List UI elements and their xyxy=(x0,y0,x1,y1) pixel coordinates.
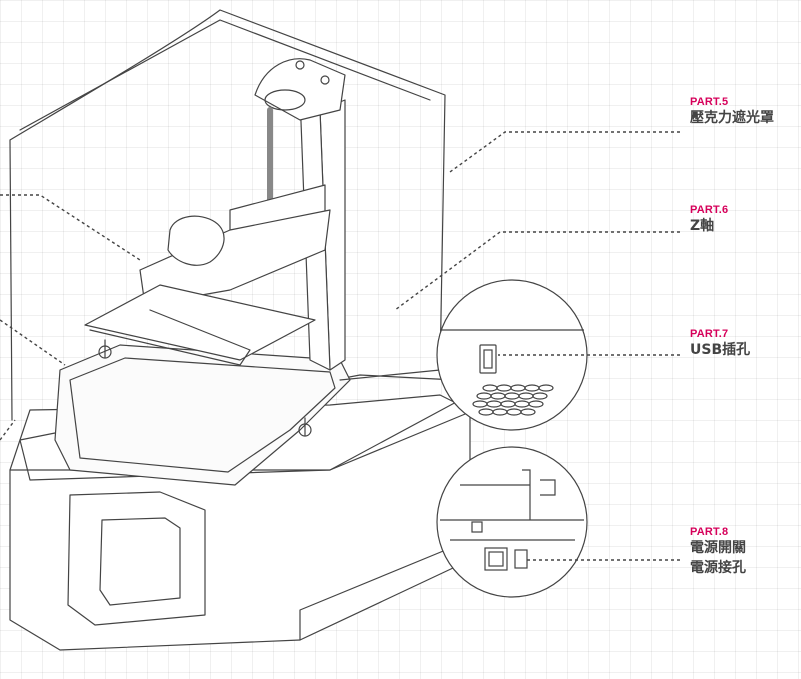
part-7-label: PART.7 USB插孔 xyxy=(690,328,750,360)
part-name: 壓克力遮光罩 xyxy=(690,110,774,126)
part-name: USB插孔 xyxy=(690,342,751,358)
part-name: Z軸 xyxy=(690,218,715,234)
part-tag: PART.8 xyxy=(690,526,729,538)
leader-left-1 xyxy=(0,194,141,261)
part-tag: PART.5 xyxy=(690,96,729,108)
build-plate xyxy=(84,284,316,361)
part-tag: PART.7 xyxy=(690,328,729,340)
power-inset-circle xyxy=(436,446,588,598)
leader-left-3 xyxy=(0,419,16,441)
touchscreen xyxy=(99,517,181,606)
z-axis-top-bracket xyxy=(254,58,346,121)
power-switch xyxy=(484,547,508,571)
leader-left-2 xyxy=(0,319,66,366)
part-tag: PART.6 xyxy=(690,204,729,216)
leader-part5 xyxy=(449,131,680,173)
part-5-label: PART.5 壓克力遮光罩 xyxy=(690,96,774,128)
power-socket xyxy=(514,549,528,569)
part-6-label: PART.6 Z軸 xyxy=(690,204,728,236)
acrylic-cover xyxy=(9,9,446,421)
leader-part6 xyxy=(394,231,680,311)
usb-port xyxy=(479,344,497,374)
touchscreen-bezel xyxy=(67,491,206,626)
knob xyxy=(167,215,225,266)
part-name: 電源接孔 xyxy=(690,560,746,576)
part-8-label: PART.8 電源開關 電源接孔 xyxy=(690,526,746,578)
part-name: 電源開關 xyxy=(690,540,746,556)
vent-holes xyxy=(472,384,554,416)
